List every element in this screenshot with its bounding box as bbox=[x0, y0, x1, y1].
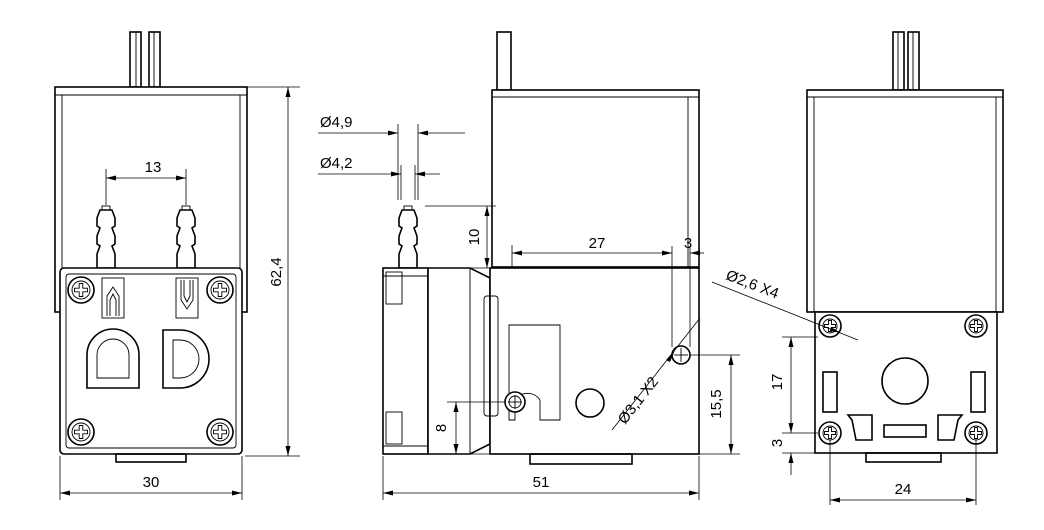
rear-mount-plate bbox=[814, 311, 998, 463]
dim-label: Ø2,6 X4 bbox=[724, 267, 781, 303]
dim-side-length: 51 bbox=[382, 456, 700, 500]
valve-chamber bbox=[86, 328, 140, 389]
dim-front-height: 62,4 bbox=[245, 86, 300, 457]
dim-side-tube-length: 10 bbox=[425, 205, 496, 269]
dim-label: 30 bbox=[143, 474, 160, 491]
flow-arrow-icon bbox=[175, 277, 199, 319]
flow-arrow-icon bbox=[101, 277, 125, 319]
dim-front-tube-spacing: 13 bbox=[105, 159, 187, 205]
dim-rear-hole-spacing-vertical: 17 3 bbox=[769, 336, 818, 475]
dim-label: 13 bbox=[145, 159, 162, 176]
dim-label: 15,5 bbox=[708, 389, 725, 418]
dim-label: 3 bbox=[684, 235, 692, 252]
dim-side-outer-tube-dia: Ø4,9 bbox=[318, 114, 465, 200]
dim-side-base-height: 8 bbox=[433, 401, 505, 455]
front-pump-head bbox=[59, 267, 243, 463]
dim-label: 51 bbox=[533, 474, 550, 491]
dim-side-inner-tube-dia: Ø4,2 bbox=[318, 155, 440, 200]
dim-label: 8 bbox=[433, 424, 450, 432]
valve-chamber bbox=[162, 329, 210, 389]
side-valve-body bbox=[483, 267, 700, 465]
dim-label: 10 bbox=[466, 229, 483, 246]
rear-view: Ø2,6 X4 17 3 24 bbox=[711, 31, 1004, 505]
side-tube-barb bbox=[398, 205, 418, 269]
side-pump-head bbox=[382, 267, 491, 455]
dim-label: 3 bbox=[769, 439, 786, 447]
dim-rear-width: 24 bbox=[829, 440, 977, 505]
dim-side-hole-height: 15,5 bbox=[690, 354, 740, 455]
dim-label: Ø4,9 bbox=[320, 114, 353, 131]
side-view: Ø4,9 Ø4,2 10 27 bbox=[318, 31, 740, 500]
dim-label: 27 bbox=[589, 235, 606, 252]
dim-label: 17 bbox=[769, 374, 786, 391]
dim-label: Ø4,2 bbox=[320, 155, 353, 172]
dim-front-width: 30 bbox=[59, 456, 243, 500]
dim-label: 24 bbox=[895, 481, 912, 498]
side-motor bbox=[491, 31, 700, 268]
rear-motor bbox=[806, 31, 1004, 313]
front-view: 13 62,4 30 bbox=[54, 31, 300, 500]
dim-label: 62,4 bbox=[268, 257, 285, 286]
